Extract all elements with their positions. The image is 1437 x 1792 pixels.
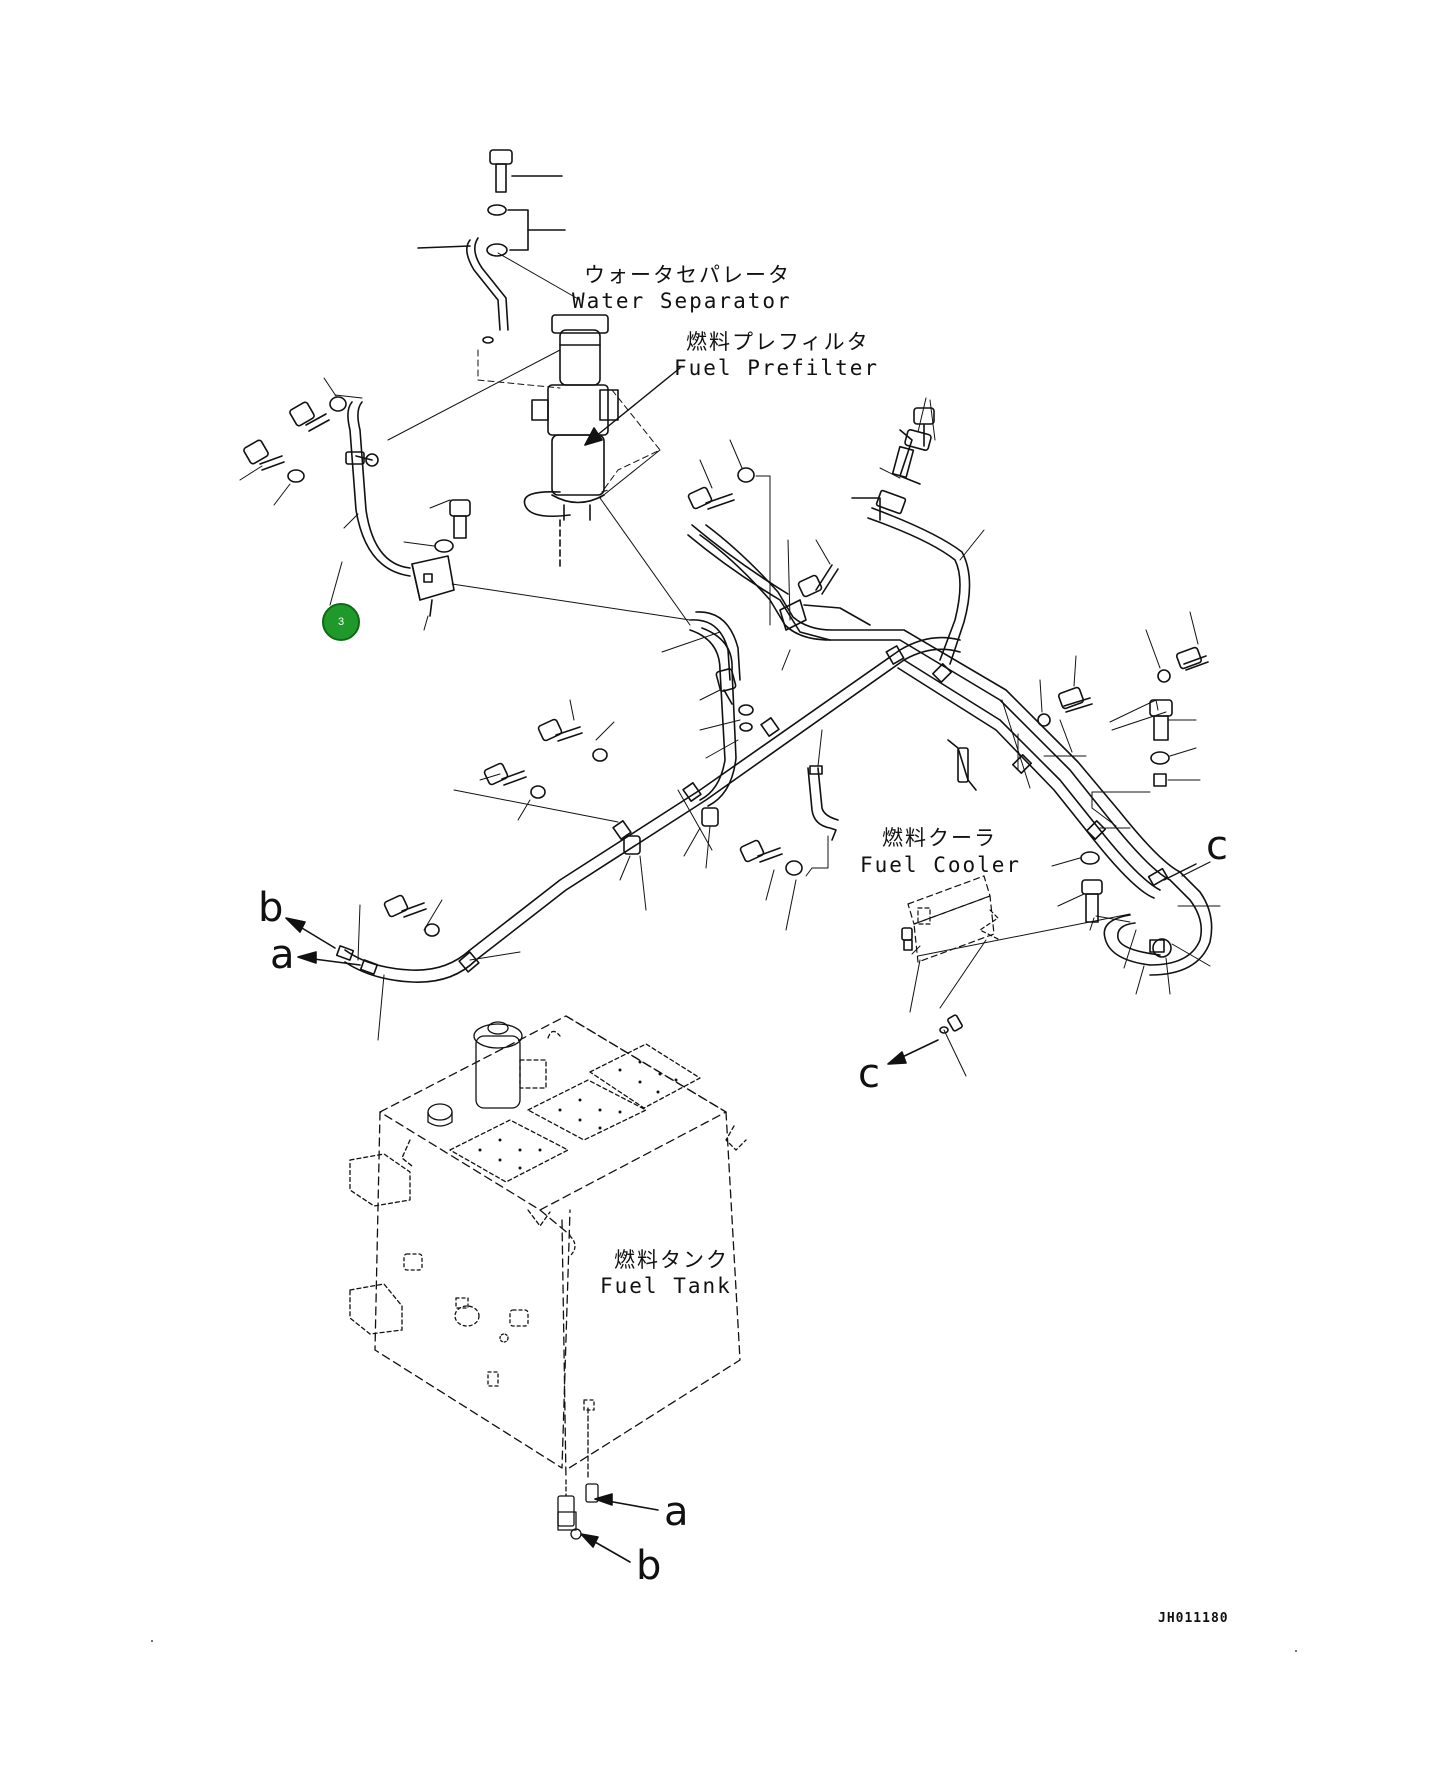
drawing-code: JH011180	[1158, 1611, 1229, 1626]
panel-dots	[478, 1060, 678, 1170]
connection-b-left: b	[258, 885, 284, 931]
fuel-cooler-assembly	[901, 611, 1221, 1077]
connection-c-bottom: c	[858, 1051, 880, 1097]
left-hose-assembly	[239, 377, 691, 631]
corner-marks	[151, 1640, 1297, 1652]
fuel-cooler-label-en: Fuel Cooler	[860, 853, 1022, 877]
connection-arrows	[285, 917, 939, 1563]
fuel-cooler-label-jp: 燃料クーラ	[882, 826, 997, 850]
connection-a-left: a	[270, 932, 295, 978]
main-fuel-pipes	[335, 449, 1213, 983]
water-separator-label-en: Water Separator	[572, 289, 792, 313]
connection-b-tank: b	[636, 1543, 662, 1589]
connection-a-tank: a	[664, 1489, 689, 1535]
water-separator-label-jp: ウォータセパレータ	[584, 263, 791, 287]
connection-c-right: c	[1206, 823, 1228, 869]
fuel-tank-details	[349, 1021, 747, 1540]
center-fasteners	[357, 397, 936, 1041]
fuel-prefilter-label-en: Fuel Prefilter	[674, 356, 880, 380]
fuel-tank-label-en: Fuel Tank	[600, 1274, 732, 1298]
water-separator-assembly	[387, 149, 681, 571]
fuel-tank-outline	[374, 1015, 741, 1481]
fuel-tank-label-jp: 燃料タンク	[614, 1248, 729, 1272]
fuel-prefilter-label-jp: 燃料プレフィルタ	[686, 330, 870, 354]
item-callout-3[interactable]: 3	[322, 603, 360, 641]
